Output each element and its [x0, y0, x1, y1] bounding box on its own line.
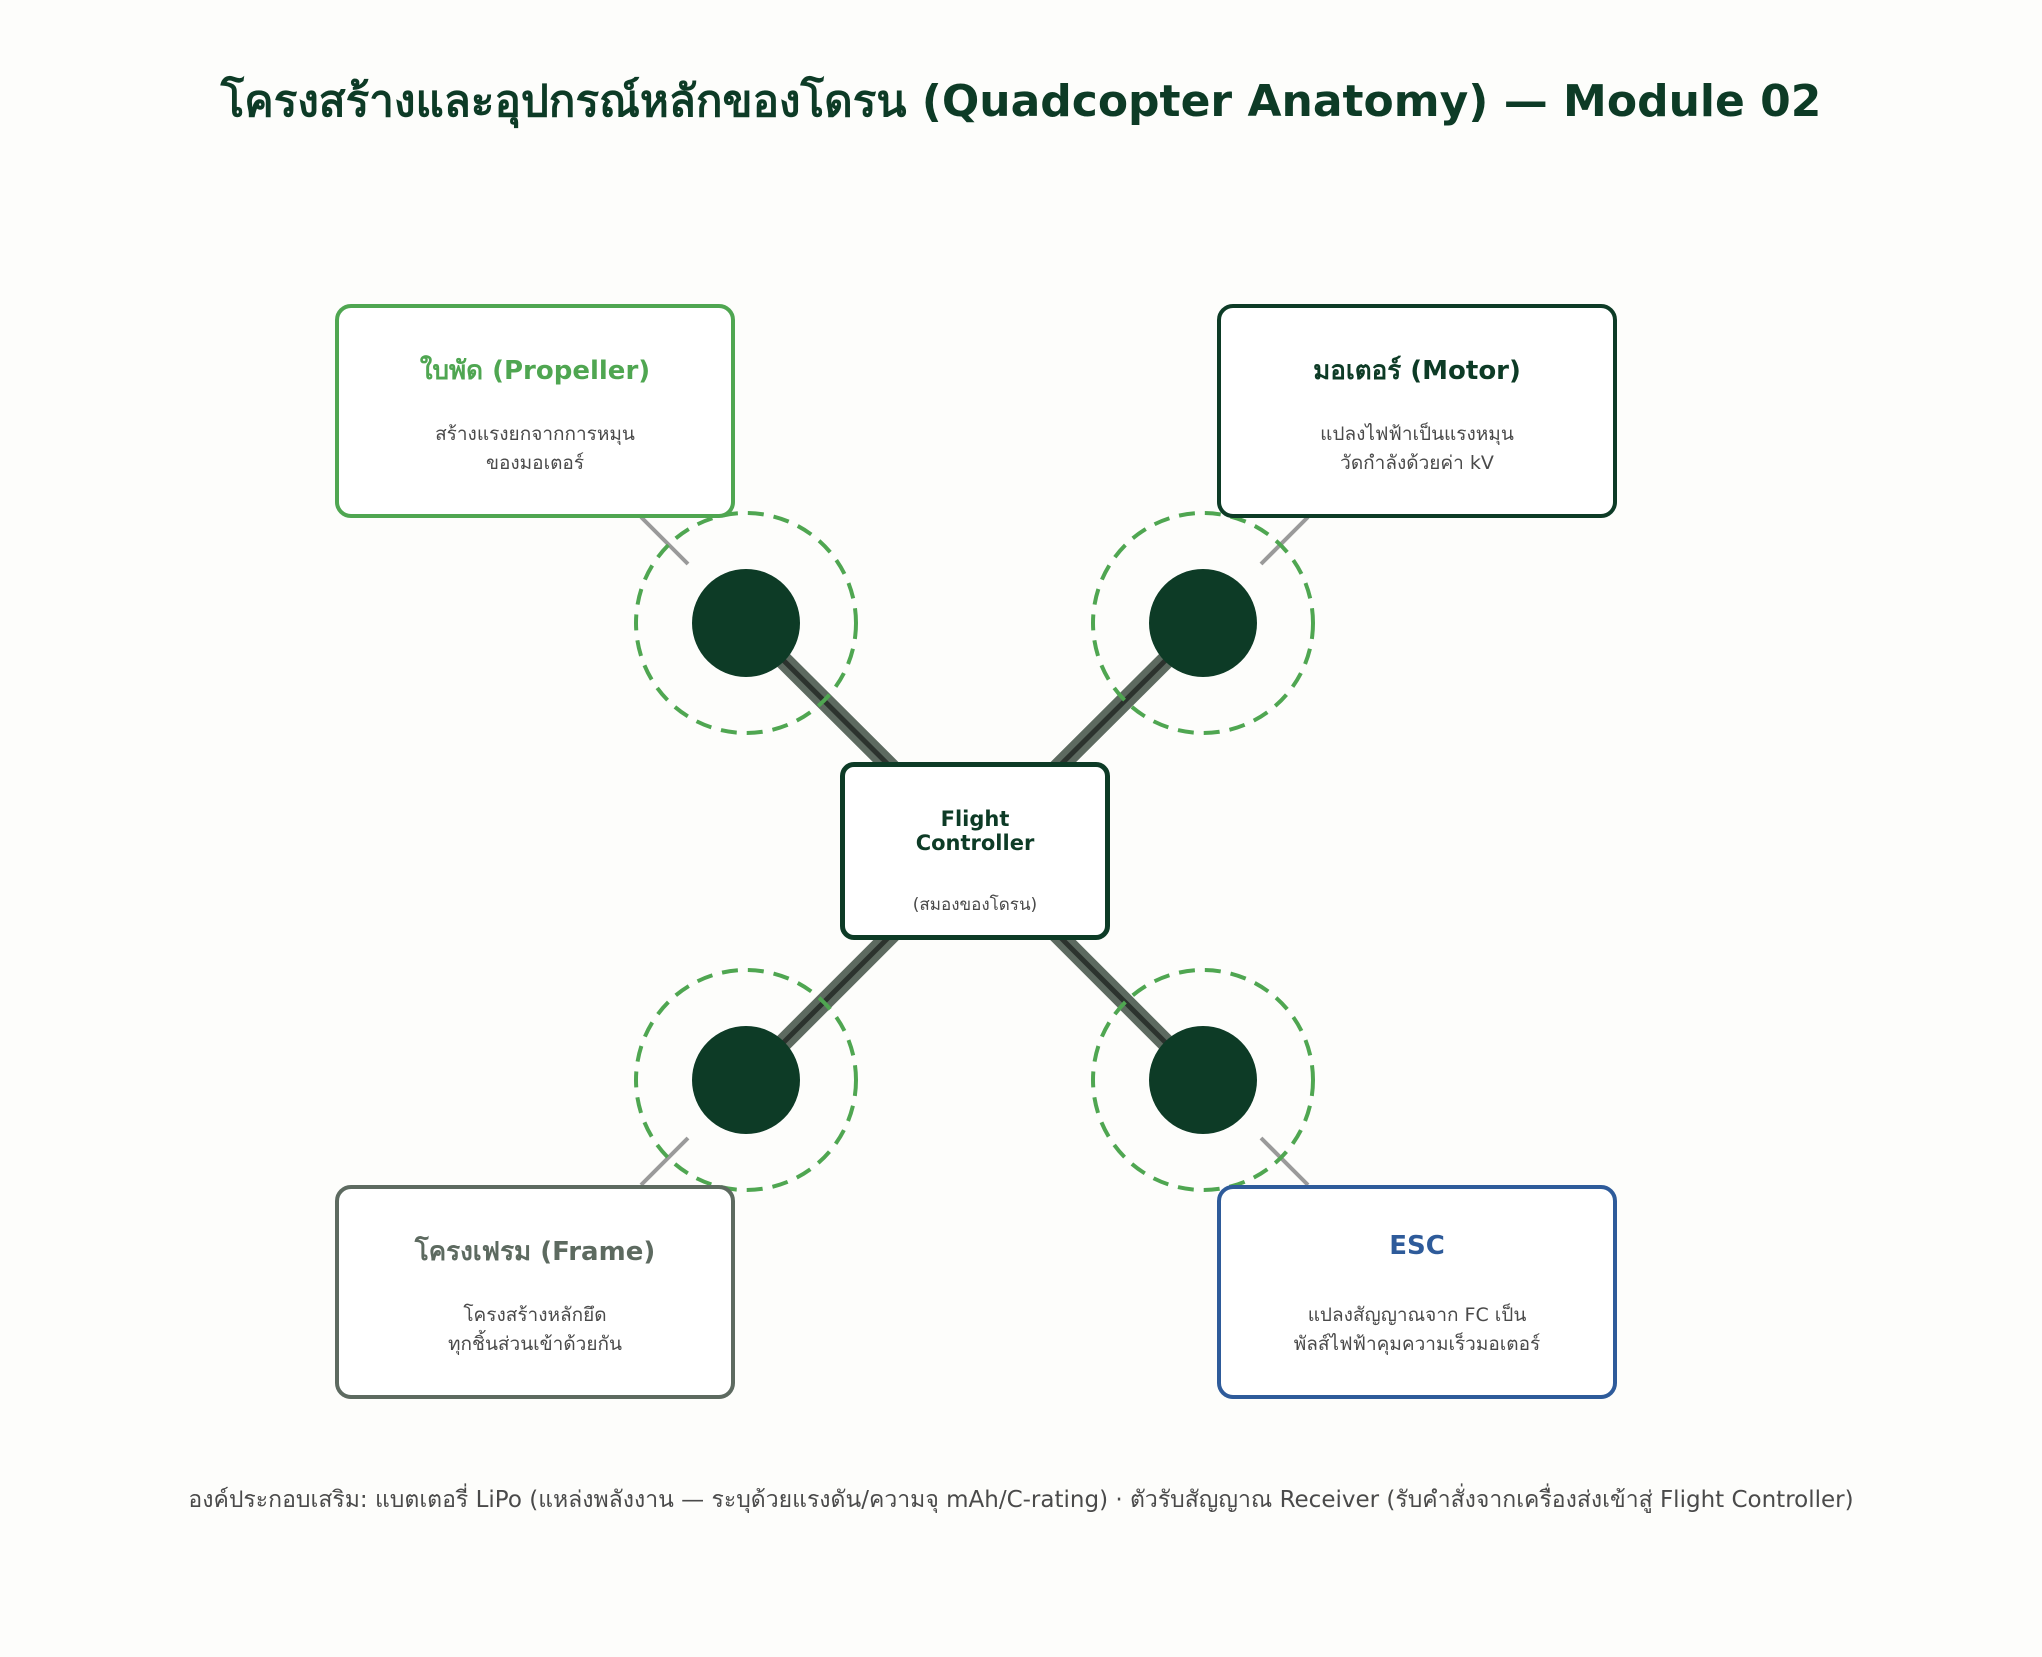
frame-card-description: โครงสร้างหลักยึด ทุกชิ้นส่วนเข้าด้วยกัน: [448, 1304, 622, 1355]
leader-motor: [1259, 515, 1310, 566]
propeller-disc-top-left: [634, 511, 858, 735]
motor-bottom-right: [1149, 1026, 1257, 1134]
leader-frame: [639, 1136, 690, 1187]
motor-top-left: [692, 569, 800, 677]
esc-card-title: ESC: [1389, 1231, 1445, 1261]
motors: [692, 569, 1257, 1134]
leader-esc: [1259, 1136, 1310, 1187]
motor-bottom-left: [692, 1026, 800, 1134]
frame-card-title: โครงเฟรม (Frame): [414, 1237, 656, 1267]
motor-card-description: แปลงไฟฟ้าเป็นแรงหมุน วัดกำลังด้วยค่า kV: [1320, 423, 1514, 474]
motor-card-title: มอเตอร์ (Motor): [1313, 356, 1521, 386]
propeller-card-description: สร้างแรงยกจากการหมุน ของมอเตอร์: [435, 423, 635, 474]
flight-controller-box: Flight Controller (สมองของโดรน): [840, 762, 1110, 940]
propeller-disc-bottom-left: [634, 968, 858, 1192]
flight-controller-title: Flight Controller: [915, 807, 1035, 855]
propeller-discs: [634, 511, 1315, 1192]
esc-card-description: แปลงสัญญาณจาก FC เป็น พัลส์ไฟฟ้าคุมความเ…: [1293, 1304, 1541, 1355]
leader-propeller: [639, 515, 690, 566]
propeller-disc-bottom-right: [1091, 968, 1315, 1192]
diagram-title: โครงสร้างและอุปกรณ์หลักของโดรน (Quadcopt…: [220, 76, 1822, 127]
frame-card: โครงเฟรม (Frame) โครงสร้างหลักยึด ทุกชิ้…: [335, 1185, 735, 1399]
flight-controller-subtitle: (สมองของโดรน): [912, 895, 1038, 915]
leader-lines: [639, 515, 1310, 1187]
footnote: องค์ประกอบเสริม: แบตเตอรี่ LiPo (แหล่งพล…: [188, 1487, 1854, 1513]
esc-card: ESC แปลงสัญญาณจาก FC เป็น พัลส์ไฟฟ้าคุมค…: [1217, 1185, 1617, 1399]
propeller-card-title: ใบพัด (Propeller): [419, 356, 651, 386]
motor-card: มอเตอร์ (Motor) แปลงไฟฟ้าเป็นแรงหมุน วัด…: [1217, 304, 1617, 518]
motor-top-right: [1149, 569, 1257, 677]
propeller-disc-top-right: [1091, 511, 1315, 735]
propeller-card: ใบพัด (Propeller) สร้างแรงยกจากการหมุน ข…: [335, 304, 735, 518]
